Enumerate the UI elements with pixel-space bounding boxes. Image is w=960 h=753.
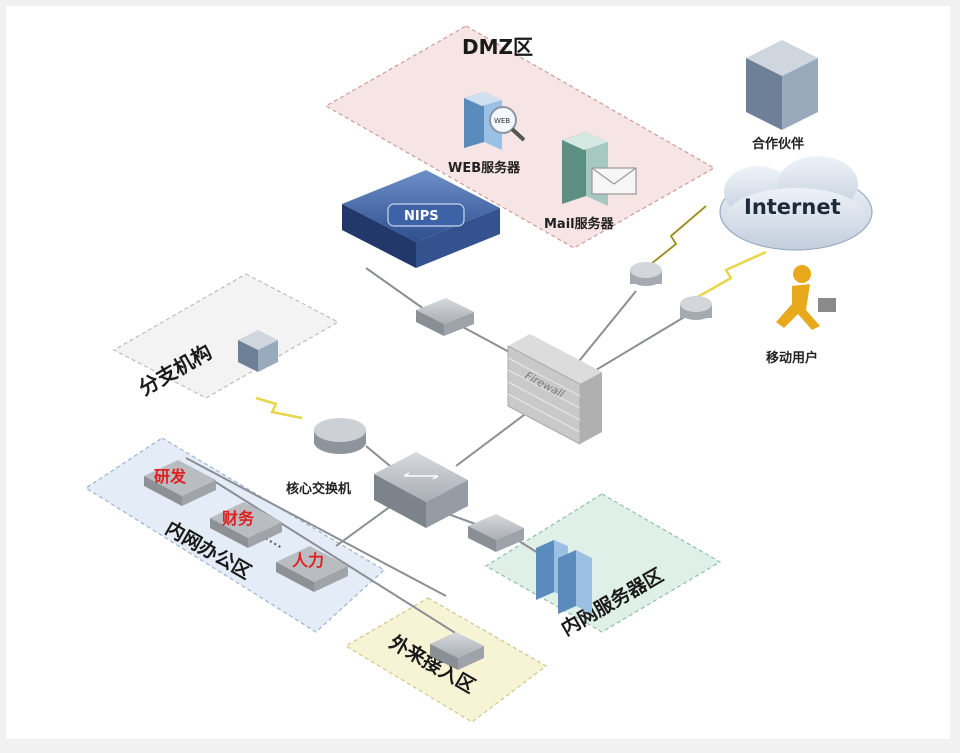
switch-icon <box>468 514 524 552</box>
web-server-icon: WEB <box>464 92 526 150</box>
core-router-icon <box>314 418 366 454</box>
partner-label: 合作伙伴 <box>752 136 804 152</box>
router-icon <box>680 296 712 320</box>
department-label: 财务 <box>221 509 255 528</box>
building-icon <box>746 40 818 130</box>
wireless-links <box>255 205 767 420</box>
web-server-label: WEB服务器 <box>448 160 521 176</box>
router-icon <box>630 262 662 286</box>
nips-label: NIPS <box>404 209 439 224</box>
server-rack-icon <box>536 540 592 614</box>
department-label: 人力 <box>292 551 324 570</box>
network-topology-diagram: DMZ区 分支机构 内网办公区 内网服务器区 外来接入区 <box>6 6 950 739</box>
mobile-user-label: 移动用户 <box>766 350 818 366</box>
mail-server-label: Mail服务器 <box>544 216 615 232</box>
internet-label: Internet <box>744 195 841 219</box>
mail-server-icon <box>562 132 637 206</box>
web-badge: WEB <box>494 117 510 125</box>
branch-building-icon <box>238 330 278 372</box>
department-label: 研发 <box>154 467 187 486</box>
cloud-icon <box>719 156 873 251</box>
switch-icon <box>430 632 484 670</box>
zone-dmz-label: DMZ区 <box>462 35 533 59</box>
connections <box>185 267 687 647</box>
firewall-icon: Firewall <box>507 334 602 445</box>
diagram-svg: DMZ区 分支机构 内网办公区 内网服务器区 外来接入区 <box>84 25 873 723</box>
department-finance: 财务 <box>210 502 282 548</box>
switch-icon <box>416 298 474 336</box>
department-rd: 研发 <box>144 460 216 506</box>
core-switch-icon <box>374 452 468 528</box>
running-person-icon <box>776 265 836 330</box>
nips-device: NIPS <box>342 170 500 268</box>
core-switch-label: 核心交换机 <box>286 481 351 497</box>
zone-servers: 内网服务器区 <box>484 493 722 640</box>
zone-branch: 分支机构 <box>112 273 340 400</box>
department-hr: 人力 <box>276 546 348 592</box>
